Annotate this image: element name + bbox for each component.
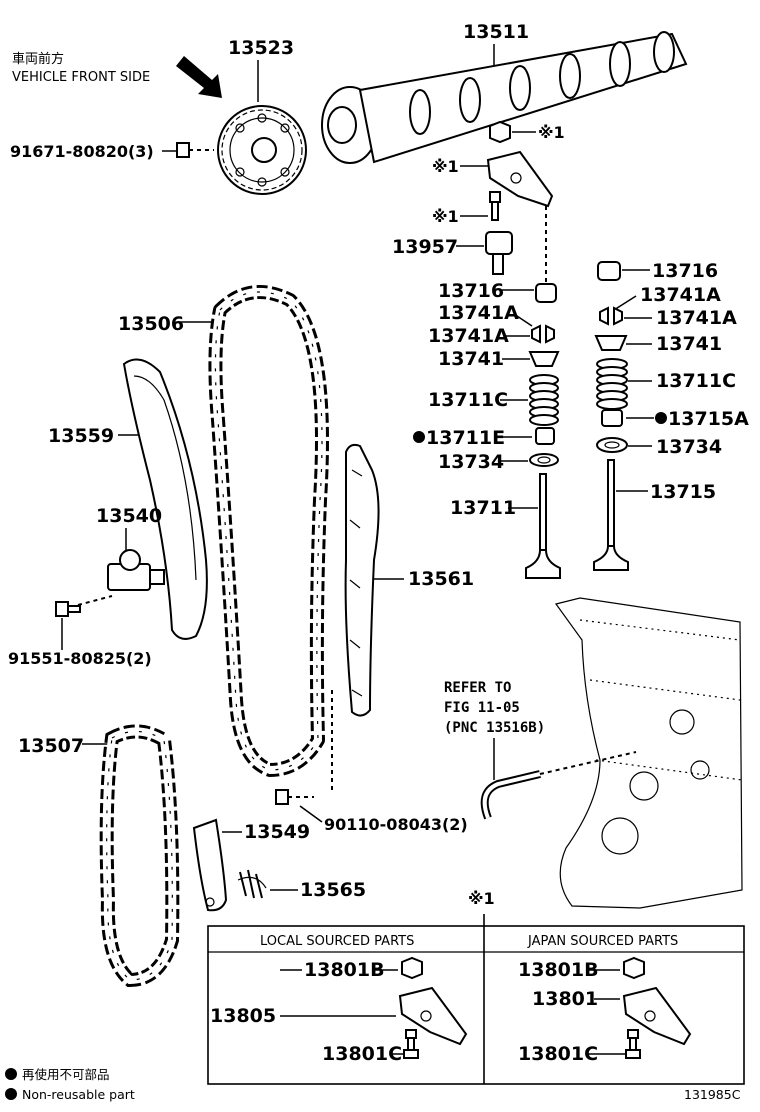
local-adjust-bolt-drawing — [403, 1029, 419, 1059]
part-label-13540: 13540 — [96, 505, 162, 527]
part-label-13711C-left: 13711C — [428, 389, 508, 411]
reference-mark-3: ※1 — [432, 207, 459, 226]
part-label-13741A-2: 13741A — [428, 325, 509, 347]
valve-lifter-right-drawing — [597, 261, 621, 281]
part-label-13561: 13561 — [408, 568, 474, 590]
spring-seat-left-drawing — [529, 453, 559, 467]
damper-bolt-drawing — [275, 789, 314, 805]
reference-mark-box: ※1 — [468, 889, 495, 908]
valve-stem-seal-right-drawing — [601, 409, 623, 427]
figure-code: 131985C — [684, 1087, 741, 1102]
tensioner-spring-drawing — [237, 869, 267, 899]
refer-line-3: (PNC 13516B) — [444, 720, 545, 736]
legend-mark-icon — [5, 1088, 17, 1100]
vehicle-front-label-jp: 車両前方 — [12, 51, 64, 67]
exhaust-valve-drawing — [593, 459, 629, 571]
part-label-13711: 13711 — [450, 497, 516, 519]
valve-spring-right-drawing — [596, 358, 628, 410]
japan-part-label-13801C: 13801C — [518, 1043, 598, 1065]
legend-text-en: Non-reusable part — [22, 1087, 135, 1102]
spring-retainer-right-drawing — [594, 335, 628, 351]
part-label-13507: 13507 — [18, 735, 84, 757]
local-rocker-arm-drawing — [398, 986, 468, 1046]
refer-line-2: FIG 11-05 — [444, 700, 520, 716]
intake-valve-drawing — [525, 473, 561, 579]
spring-retainer-left-drawing — [528, 351, 560, 367]
non-reusable-mark-icon — [655, 412, 667, 424]
chain-tensioner-slipper-drawing — [122, 358, 208, 640]
non-reusable-mark-icon — [413, 431, 425, 443]
chain-tensioner-drawing — [107, 549, 165, 591]
lash-adjuster-drawing — [485, 231, 513, 275]
nut-drawing — [489, 120, 511, 144]
adjust-bolt-drawing — [489, 191, 501, 221]
part-label-13549: 13549 — [244, 821, 310, 843]
part-label-13957: 13957 — [392, 236, 458, 258]
part-label-13715A: 13715A — [668, 408, 749, 430]
japan-nut-drawing — [623, 956, 645, 980]
part-label-13715: 13715 — [650, 481, 716, 503]
local-nut-drawing — [401, 956, 423, 980]
local-part-label-13801C: 13801C — [322, 1043, 402, 1065]
timing-chain-drawing — [208, 285, 329, 777]
chain-vibration-damper-drawing — [344, 443, 380, 717]
part-label-13711C-right: 13711C — [656, 370, 736, 392]
part-label-13506: 13506 — [118, 313, 184, 335]
reference-mark-2: ※1 — [432, 157, 459, 176]
part-label-91671-80820: 91671-80820(3) — [10, 142, 154, 161]
local-part-label-13801B: 13801B — [304, 959, 385, 981]
camshaft-drawing — [321, 31, 688, 164]
tensioner-bolt-drawing — [55, 601, 81, 617]
sprocket-bolt-drawing — [176, 142, 214, 158]
camshaft-sprocket-drawing — [217, 105, 307, 195]
part-label-13716-left: 13716 — [438, 280, 504, 302]
part-label-13741A-4: 13741A — [656, 307, 737, 329]
part-label-13716-right: 13716 — [652, 260, 718, 282]
japan-sourced-header: JAPAN SOURCED PARTS — [527, 934, 678, 949]
refer-line-1: REFER TO — [444, 680, 511, 696]
reference-mark-1: ※1 — [538, 123, 565, 142]
japan-adjust-bolt-drawing — [625, 1029, 641, 1059]
japan-part-label-13801: 13801 — [532, 988, 598, 1010]
legend-text-jp: 再使用不可部品 — [22, 1067, 110, 1082]
legend-mark-icon — [5, 1068, 17, 1080]
vehicle-front-label-en: VEHICLE FRONT SIDE — [12, 70, 150, 85]
valve-keeper-right-drawing — [599, 306, 623, 326]
japan-part-label-13801B: 13801B — [518, 959, 599, 981]
part-label-13734-right: 13734 — [656, 436, 722, 458]
part-label-13741A-1: 13741A — [438, 302, 519, 324]
rocker-arm-drawing — [486, 150, 554, 208]
part-label-13511: 13511 — [463, 21, 529, 43]
japan-rocker-arm-drawing — [622, 986, 692, 1046]
part-label-13559: 13559 — [48, 425, 114, 447]
oil-pump-chain-drawing — [99, 724, 180, 988]
part-label-13565: 13565 — [300, 879, 366, 901]
part-label-13741-right: 13741 — [656, 333, 722, 355]
valve-spring-left-drawing — [529, 374, 559, 426]
oil-pipe-drawing — [480, 751, 637, 820]
part-label-13711E: 13711E — [426, 427, 505, 449]
valve-keeper-left-drawing — [531, 324, 555, 344]
part-label-13741-left: 13741 — [438, 348, 504, 370]
valve-lifter-left-drawing — [535, 283, 557, 303]
engine-block-sketch — [554, 597, 743, 909]
sourced-parts-table — [207, 914, 745, 1085]
chain-tensioner-plate-drawing — [192, 818, 228, 912]
part-label-90110-08043: 90110-08043(2) — [324, 815, 468, 834]
part-label-13805: 13805 — [210, 1005, 276, 1027]
valve-stem-seal-left-drawing — [535, 427, 555, 445]
part-label-91551-80825: 91551-80825(2) — [8, 649, 152, 668]
spring-seat-right-drawing — [596, 437, 628, 453]
local-sourced-header: LOCAL SOURCED PARTS — [260, 934, 414, 949]
part-label-13734-left: 13734 — [438, 451, 504, 473]
part-label-13741A-3: 13741A — [640, 284, 721, 306]
part-label-13523: 13523 — [228, 37, 294, 59]
front-direction-arrow-icon — [176, 56, 222, 98]
